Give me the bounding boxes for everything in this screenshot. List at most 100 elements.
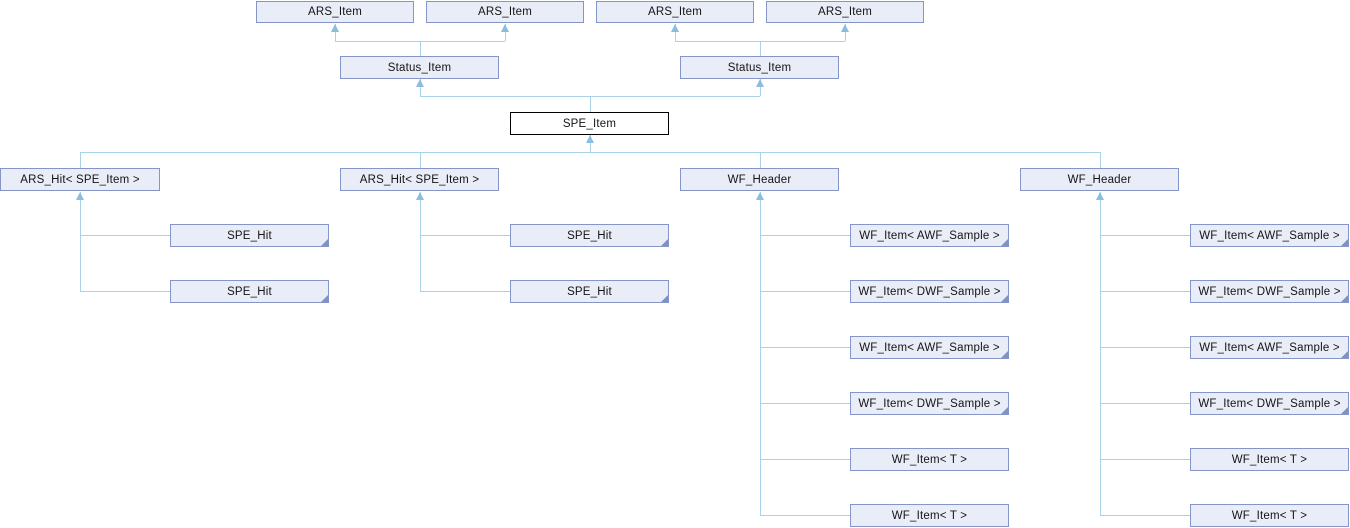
connector-line [1100, 403, 1190, 404]
connector-line [590, 96, 591, 112]
node-label: SPE_Item [562, 117, 617, 130]
node-label: WF_Header [727, 173, 792, 186]
node-label: WF_Item< DWF_Sample > [858, 285, 1001, 298]
folded-corner-icon [1339, 238, 1348, 246]
node-wf-header-2[interactable]: WF_Header [1020, 168, 1179, 191]
connector-line [760, 192, 761, 515]
connector-line [1100, 459, 1190, 460]
folded-corner-icon [1339, 350, 1348, 358]
node-wf-item-awf-4[interactable]: WF_Item< AWF_Sample > [1190, 336, 1349, 359]
node-wf-item-awf-3[interactable]: WF_Item< AWF_Sample > [1190, 224, 1349, 247]
node-label: ARS_Item [647, 6, 702, 18]
node-label: WF_Item< AWF_Sample > [1199, 229, 1340, 242]
node-wf-item-t-2[interactable]: WF_Item< T > [850, 504, 1009, 527]
folded-corner-icon [1339, 294, 1348, 302]
arrowhead-up-icon [501, 24, 509, 32]
connector-line [80, 152, 81, 168]
node-ars-item-3[interactable]: ARS_Item [596, 1, 754, 23]
arrowhead-up-icon [331, 24, 339, 32]
folded-corner-icon [1339, 406, 1348, 414]
node-label: WF_Item< T > [891, 509, 968, 522]
connector-line [760, 403, 850, 404]
connector-line [505, 24, 506, 41]
node-spe-hit-2[interactable]: SPE_Hit [170, 280, 329, 303]
node-spe-hit-1[interactable]: SPE_Hit [170, 224, 329, 247]
node-label: WF_Item< T > [1231, 453, 1308, 466]
node-label: Status_Item [727, 61, 792, 74]
folded-corner-icon [999, 350, 1008, 358]
node-wf-item-awf-2[interactable]: WF_Item< AWF_Sample > [850, 336, 1009, 359]
node-ars-hit-1[interactable]: ARS_Hit< SPE_Item > [0, 168, 160, 191]
node-label: WF_Item< T > [891, 453, 968, 466]
folded-corner-icon [999, 238, 1008, 246]
connector-line [760, 235, 850, 236]
node-label: WF_Header [1067, 173, 1132, 186]
folded-corner-icon [659, 294, 668, 302]
node-status-item-1[interactable]: Status_Item [340, 56, 499, 79]
connector-line [1100, 515, 1190, 516]
node-label: ARS_Hit< SPE_Item > [359, 173, 480, 186]
node-spe-item[interactable]: SPE_Item [510, 112, 669, 135]
node-label: WF_Item< AWF_Sample > [1199, 341, 1340, 354]
node-label: ARS_Item [307, 6, 362, 18]
connector-line [420, 79, 421, 96]
folded-corner-icon [999, 406, 1008, 414]
arrowhead-up-icon [416, 79, 424, 87]
node-wf-item-dwf-4[interactable]: WF_Item< DWF_Sample > [1190, 392, 1349, 415]
node-wf-item-t-3[interactable]: WF_Item< T > [1190, 448, 1349, 471]
folded-corner-icon [659, 238, 668, 246]
node-ars-hit-2[interactable]: ARS_Hit< SPE_Item > [340, 168, 499, 191]
node-label: SPE_Hit [567, 285, 612, 298]
node-label: ARS_Item [477, 6, 532, 18]
connector-line [420, 152, 421, 168]
connector-line [1100, 192, 1101, 515]
node-label: SPE_Hit [227, 229, 272, 242]
arrowhead-up-icon [416, 192, 424, 200]
connector-line [80, 152, 1100, 153]
arrowhead-up-icon [841, 24, 849, 32]
connector-line [335, 24, 336, 41]
connector-line [420, 291, 510, 292]
node-wf-item-dwf-1[interactable]: WF_Item< DWF_Sample > [850, 280, 1009, 303]
node-label: Status_Item [387, 61, 452, 74]
folded-corner-icon [319, 294, 328, 302]
arrowhead-up-icon [671, 24, 679, 32]
connector-line [760, 515, 850, 516]
connector-line [760, 41, 761, 56]
node-wf-header-1[interactable]: WF_Header [680, 168, 839, 191]
connector-line [760, 79, 761, 96]
node-wf-item-t-4[interactable]: WF_Item< T > [1190, 504, 1349, 527]
node-label: WF_Item< DWF_Sample > [1198, 397, 1341, 410]
node-label: SPE_Hit [567, 229, 612, 242]
node-label: SPE_Hit [227, 285, 272, 298]
node-spe-hit-4[interactable]: SPE_Hit [510, 280, 669, 303]
node-label: WF_Item< AWF_Sample > [859, 229, 1000, 242]
node-status-item-2[interactable]: Status_Item [680, 56, 839, 79]
connector-line [420, 235, 510, 236]
node-wf-item-dwf-3[interactable]: WF_Item< DWF_Sample > [1190, 280, 1349, 303]
connector-line [590, 135, 591, 152]
connector-line [1100, 347, 1190, 348]
node-ars-item-1[interactable]: ARS_Item [256, 1, 414, 23]
node-ars-item-2[interactable]: ARS_Item [426, 1, 584, 23]
connector-line [420, 192, 421, 291]
connector-line [420, 41, 421, 56]
node-ars-item-4[interactable]: ARS_Item [766, 1, 924, 23]
node-wf-item-awf-1[interactable]: WF_Item< AWF_Sample > [850, 224, 1009, 247]
connector-line [845, 24, 846, 41]
node-label: ARS_Hit< SPE_Item > [20, 173, 140, 186]
connector-line [760, 347, 850, 348]
arrowhead-up-icon [756, 79, 764, 87]
node-wf-item-dwf-2[interactable]: WF_Item< DWF_Sample > [850, 392, 1009, 415]
connector-line [675, 24, 676, 41]
connector-line [80, 235, 170, 236]
node-label: WF_Item< AWF_Sample > [859, 341, 1000, 354]
node-wf-item-t-1[interactable]: WF_Item< T > [850, 448, 1009, 471]
connector-line [760, 291, 850, 292]
arrowhead-up-icon [756, 192, 764, 200]
arrowhead-up-icon [76, 192, 84, 200]
node-label: WF_Item< T > [1231, 509, 1308, 522]
connector-line [1100, 235, 1190, 236]
folded-corner-icon [319, 238, 328, 246]
node-spe-hit-3[interactable]: SPE_Hit [510, 224, 669, 247]
